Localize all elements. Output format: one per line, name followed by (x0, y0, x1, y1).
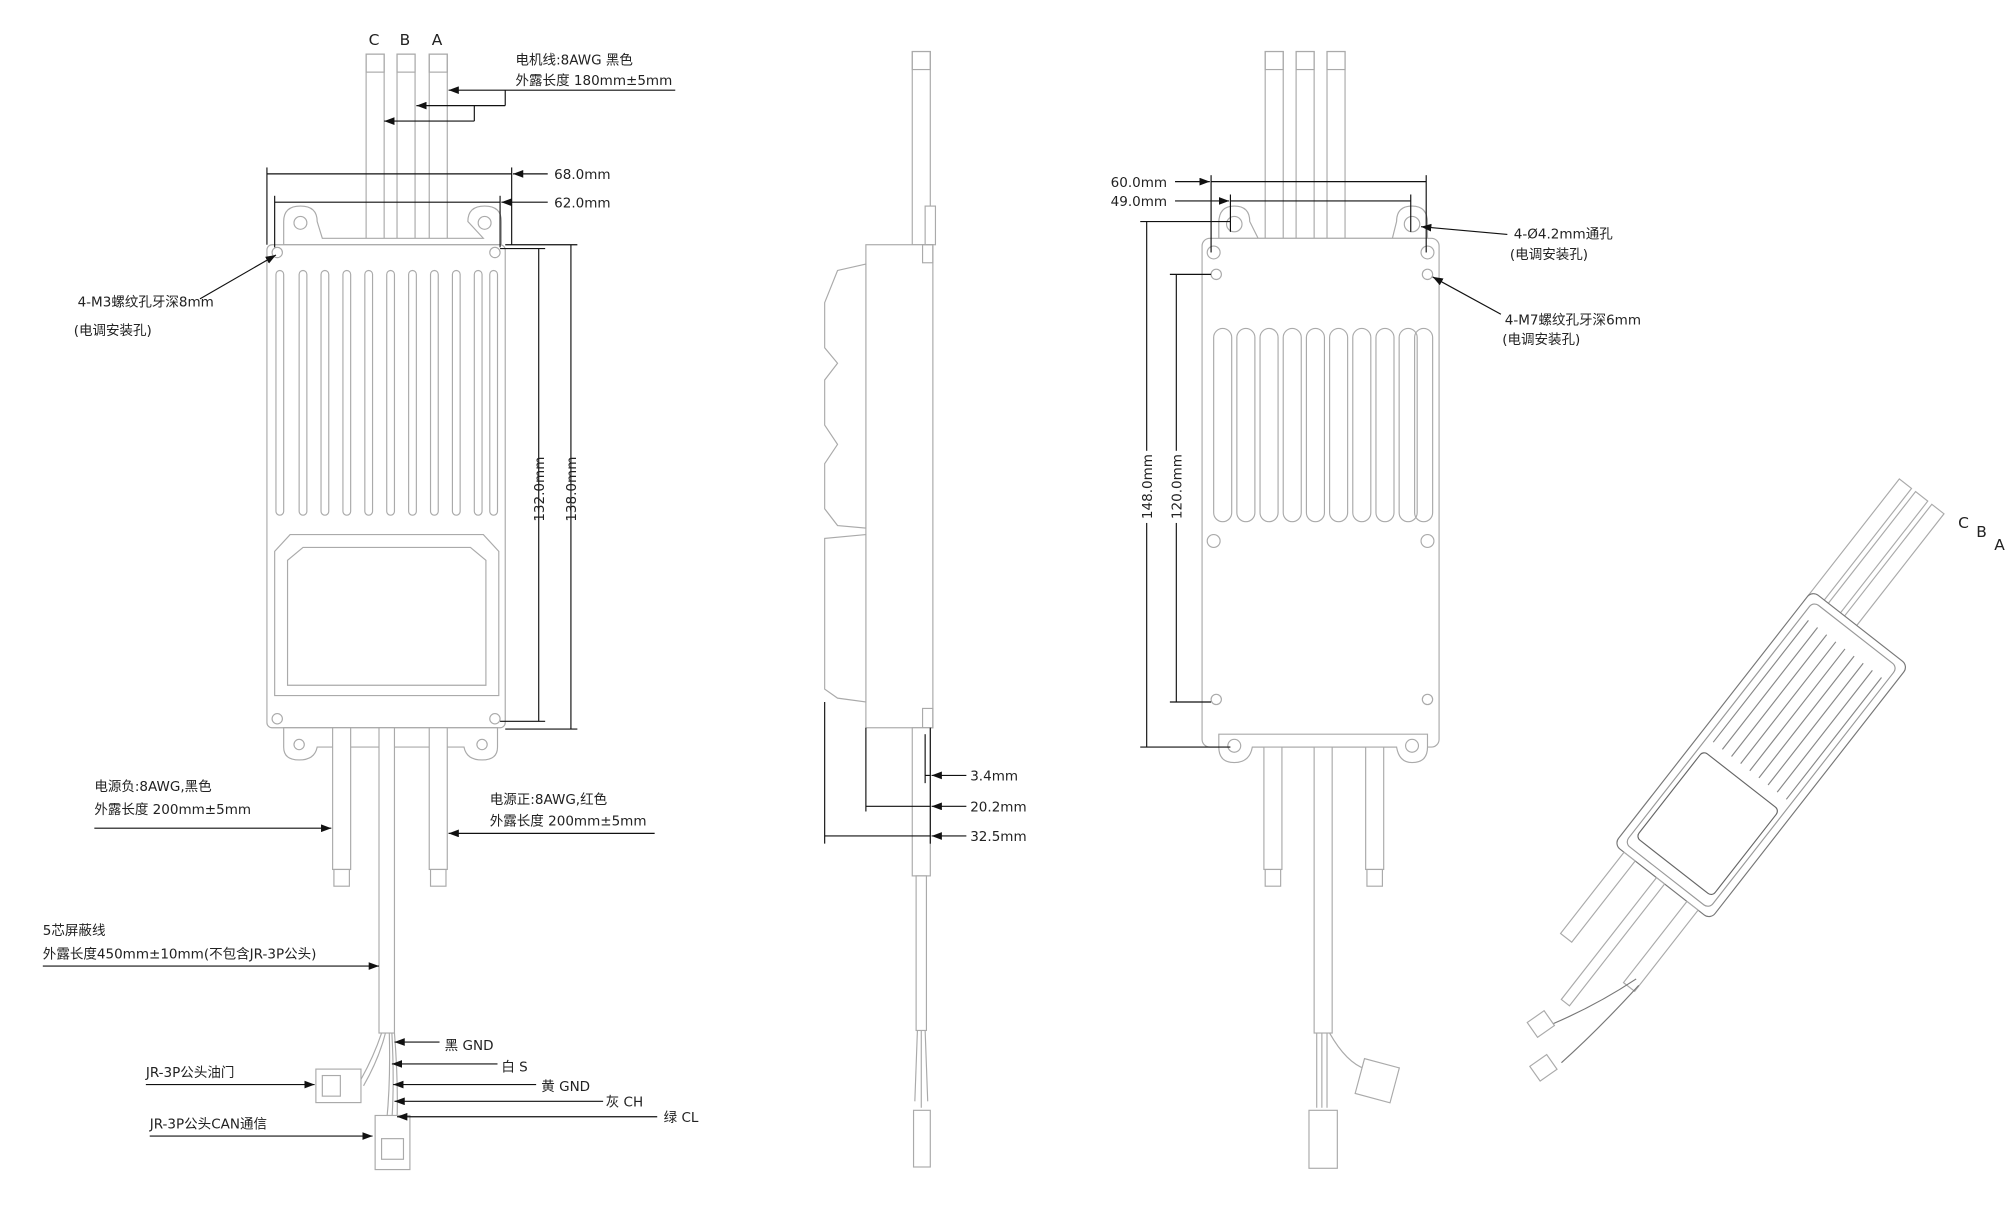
iso-phase-label-c: C (1958, 514, 1969, 532)
front-callouts: 电机线:8AWG 黑色 外露长度 180mm±5mm 4-M3螺纹孔牙深8mm … (42, 51, 699, 1140)
motor-wires (365, 53, 448, 246)
m7-holes-spec: 4-M7螺纹孔牙深6mm (1505, 313, 1641, 329)
dim-height-148: 148.0mm (1140, 454, 1156, 519)
dim-height-132: 132.0mm (532, 457, 548, 522)
dim-3-4mm: 3.4mm (970, 769, 1018, 785)
phase-label-a: A (432, 31, 443, 49)
phase-label-c: C (369, 31, 380, 49)
back-callouts: 4-Ø4.2mm通孔 (电调安装孔) 4-M7螺纹孔牙深6mm (电调安装孔) (1420, 223, 1641, 348)
m3-holes-note: (电调安装孔) (74, 323, 152, 339)
wire-yellow-gnd: 黄 GND (541, 1079, 590, 1095)
throttle-connector-body (315, 1068, 362, 1104)
m7-holes-note: (电调安装孔) (1502, 332, 1580, 348)
wire-white-s: 白 S (501, 1060, 527, 1076)
signal-cable-length: 外露长度450mm±10mm(不包含JR-3P公头) (43, 946, 317, 962)
can-connector-body (374, 1114, 411, 1171)
through-holes-note: (电调安装孔) (1510, 247, 1588, 263)
dim-height-138: 138.0mm (564, 457, 580, 522)
dim-20-2mm: 20.2mm (970, 799, 1026, 815)
wire-green-cl: 绿 CL (664, 1110, 699, 1126)
dim-width-62: 62.0mm (554, 195, 610, 211)
dim-width-68: 68.0mm (554, 167, 610, 183)
front-view: C B A (42, 31, 699, 1171)
dim-height-120: 120.0mm (1169, 454, 1185, 519)
power-positive-length: 外露长度 200mm±5mm (490, 814, 647, 830)
power-and-signal-wires (315, 727, 448, 1171)
can-connector-label: JR-3P公头CAN通信 (149, 1116, 267, 1132)
dim-32-5mm: 32.5mm (970, 829, 1026, 845)
dim-width-49: 49.0mm (1111, 194, 1167, 210)
back-cooling-slots (1213, 327, 1434, 523)
side-view: 3.4mm 20.2mm 32.5mm (824, 50, 1027, 1168)
wire-black-gnd: 黑 GND (445, 1038, 494, 1054)
power-negative-spec: 电源负:8AWG,黑色 (94, 778, 212, 795)
iso-phase-label-b: B (1976, 523, 1987, 541)
power-positive-spec: 电源正:8AWG,红色 (490, 791, 608, 808)
dim-width-60: 60.0mm (1111, 175, 1167, 191)
isometric-view: C B A (1526, 478, 2005, 1082)
esc-body-front (266, 205, 506, 761)
front-dimensions: 68.0mm 62.0mm 132.0mm 138.0mm (266, 167, 611, 730)
power-negative-length: 外露长度 200mm±5mm (94, 802, 251, 818)
through-holes-spec: 4-Ø4.2mm通孔 (1514, 226, 1613, 242)
throttle-connector-label: JR-3P公头油门 (145, 1065, 235, 1081)
signal-cable-spec: 5芯屏蔽线 (43, 923, 106, 939)
wire-gray-ch: 灰 CH (606, 1094, 643, 1110)
back-dimensions: 60.0mm 49.0mm 148.0mm 120.0mm (1111, 175, 1427, 748)
back-view: 60.0mm 49.0mm 148.0mm 120.0mm 4-Ø4.2mm通孔… (1111, 50, 1641, 1169)
phase-label-b: B (400, 31, 411, 49)
side-dimensions: 3.4mm 20.2mm 32.5mm (824, 701, 1027, 845)
motor-wire-length: 外露长度 180mm±5mm (516, 73, 673, 89)
cooling-fins (275, 269, 499, 516)
iso-phase-label-a: A (1994, 536, 2005, 554)
motor-wire-spec: 电机线:8AWG 黑色 (516, 51, 634, 68)
m3-holes-spec: 4-M3螺纹孔牙深8mm (78, 295, 214, 311)
